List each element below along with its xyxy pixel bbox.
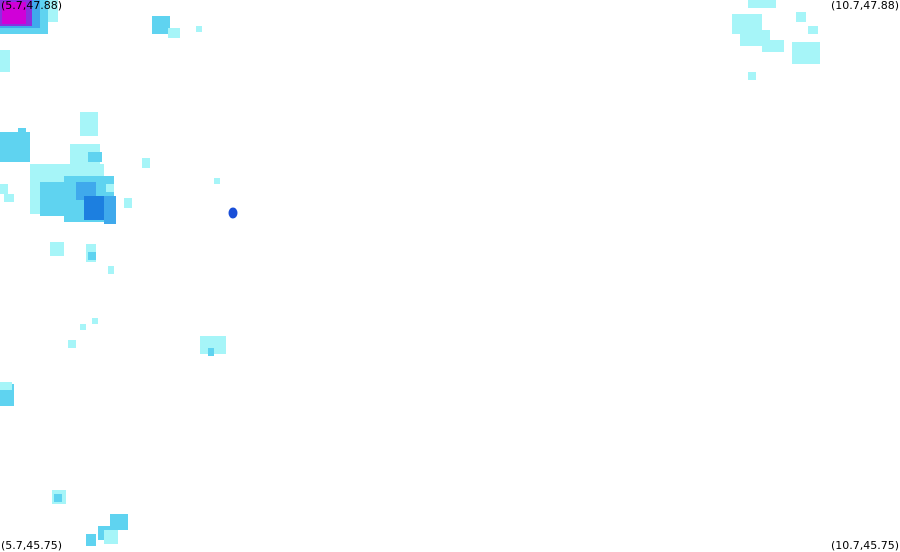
corner-label-top-left: (5.7,47.88) — [1, 0, 63, 12]
corner-label-top-right: (10.7,47.88) — [830, 0, 899, 12]
echo-cluster-top-center — [152, 16, 202, 38]
echo-cluster-top-right — [732, 0, 820, 80]
echo-cluster-left — [0, 112, 238, 274]
corner-label-bottom-right: (10.7,45.75) — [830, 539, 899, 552]
echo-cluster-lower — [0, 318, 226, 546]
echo-cluster-top-left — [0, 0, 58, 72]
corner-label-bottom-left: (5.7,45.75) — [1, 539, 63, 552]
